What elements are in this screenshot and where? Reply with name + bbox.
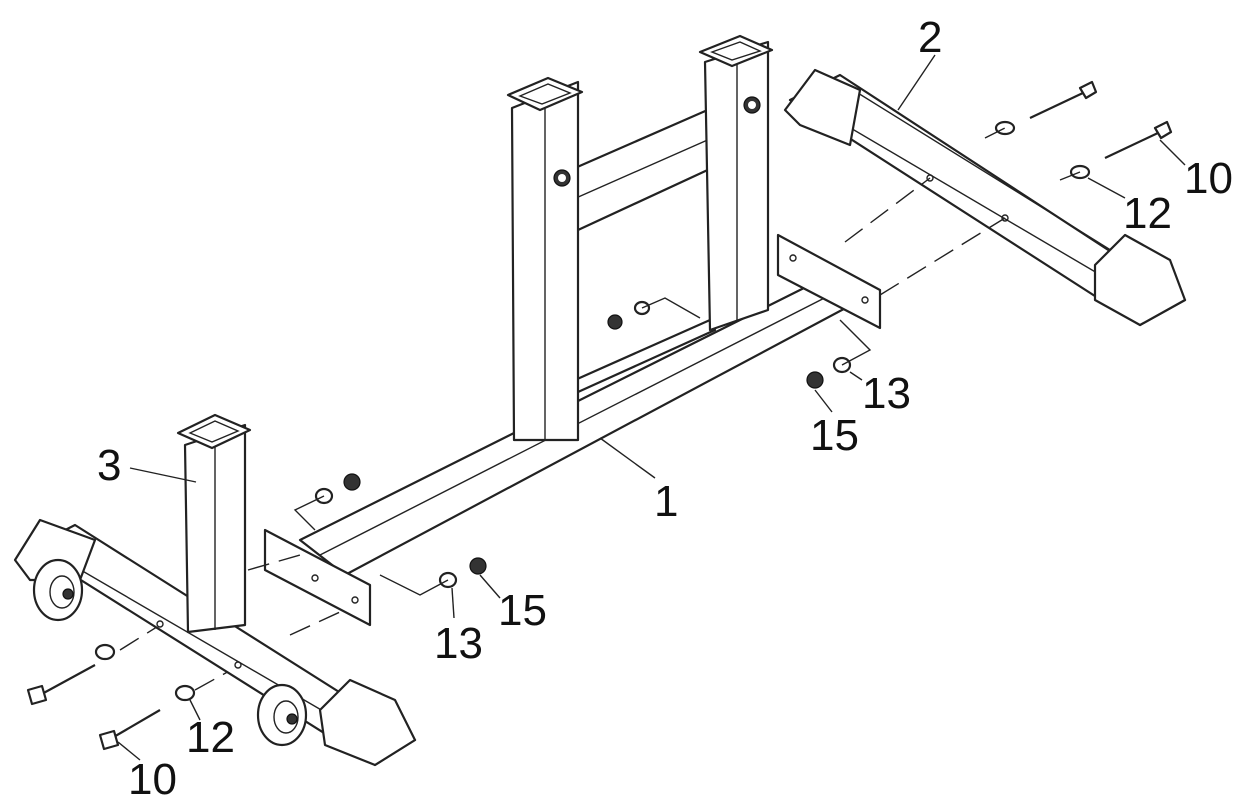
rear-bolt-lower: [1069, 120, 1173, 180]
left-nut-washer-upper: [293, 473, 361, 531]
front-foot-part: [13, 413, 417, 767]
rear-bolt-upper: [994, 80, 1098, 136]
front-bolt-upper: [26, 643, 116, 706]
front-bolt-lower: [98, 684, 196, 751]
main-frame-part: [263, 34, 882, 627]
callout-bolt-front: 10: [128, 755, 177, 801]
callout-front-foot: 3: [97, 441, 121, 490]
callout-rear-foot: 2: [918, 13, 942, 62]
callout-nut-left: 15: [498, 586, 547, 635]
callout-flat-washer-right: 13: [862, 369, 911, 418]
right-nut-washer: [806, 319, 872, 389]
callout-frame: 1: [654, 477, 678, 526]
callout-washer-front: 12: [186, 713, 235, 762]
callout-bolt-rear: 10: [1184, 154, 1233, 203]
callout-flat-washer-left: 13: [434, 619, 483, 668]
rear-foot-part: [783, 68, 1187, 327]
callout-washer-rear: 12: [1123, 189, 1172, 238]
callout-nut-right: 15: [810, 411, 859, 460]
left-nut-washer-lower: [379, 557, 487, 596]
